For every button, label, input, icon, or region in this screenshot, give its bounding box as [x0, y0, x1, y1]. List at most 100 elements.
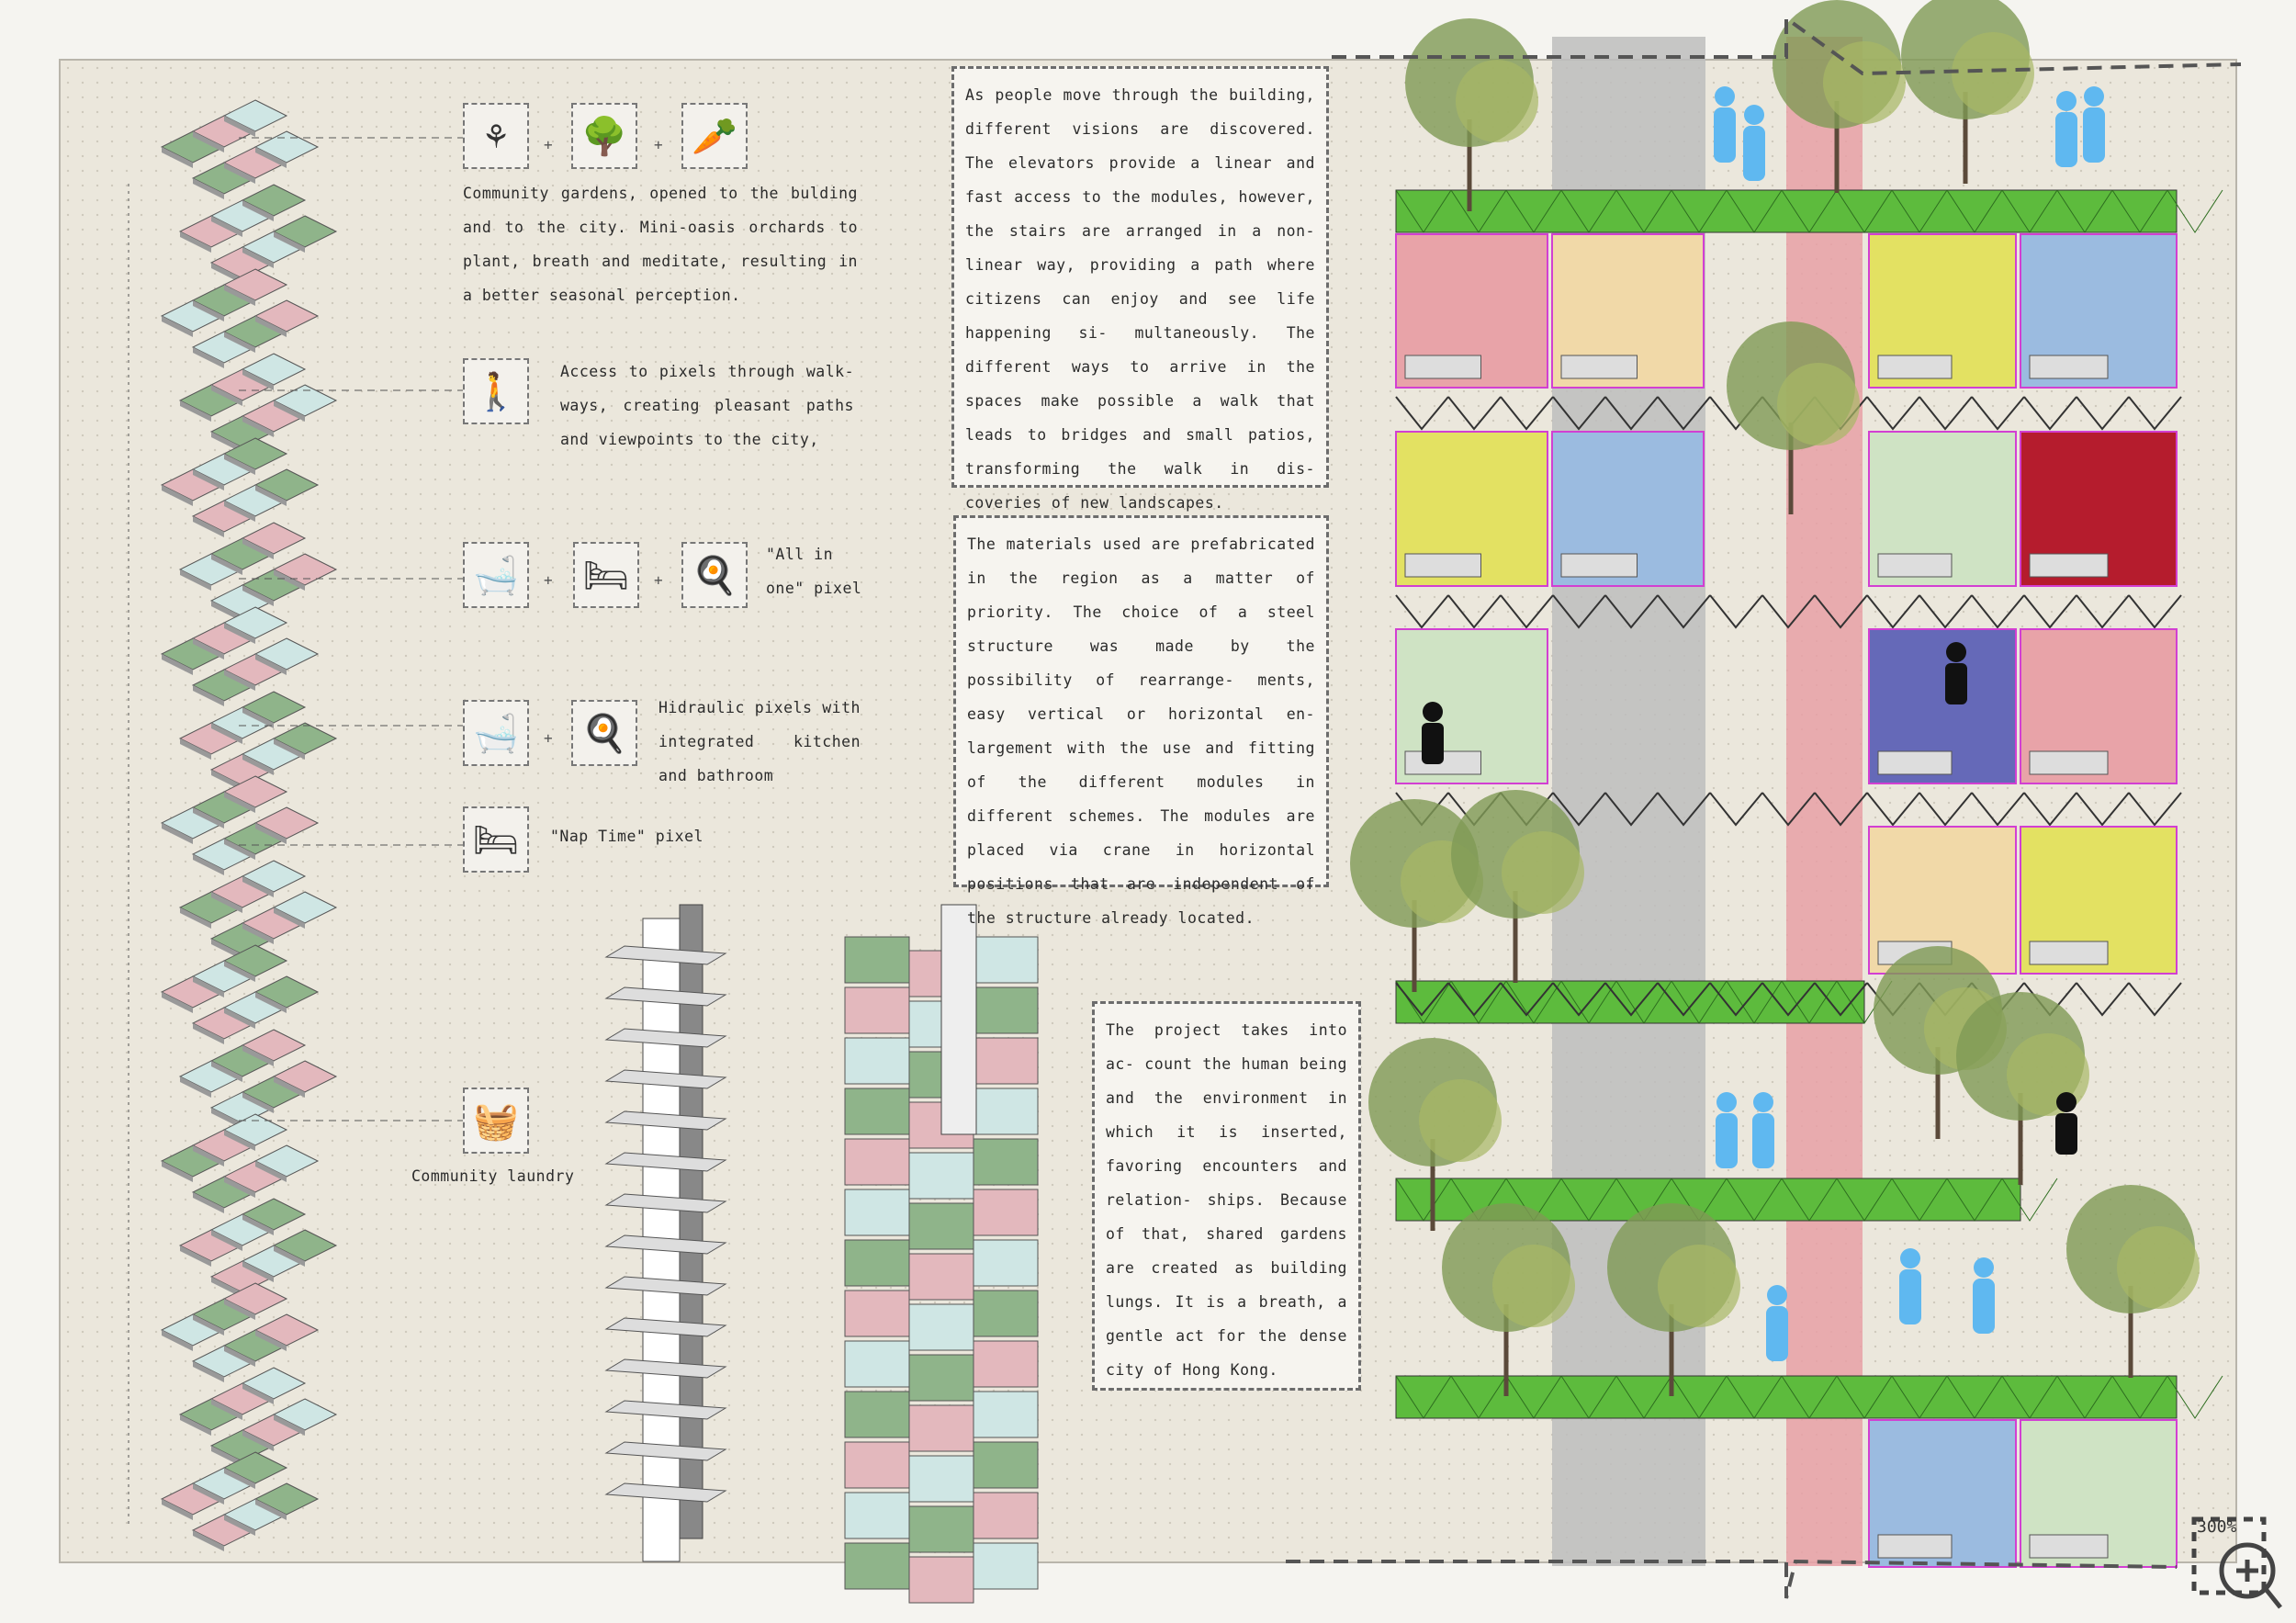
bridge-truss	[1615, 980, 1672, 1024]
floor-truss	[1604, 982, 1659, 1017]
floor-plate-tile-edge	[211, 770, 242, 791]
floor-truss	[1761, 594, 1816, 629]
floor-plate-tile-edge	[180, 1076, 211, 1098]
person-icon	[1715, 86, 1735, 107]
bridge-truss	[1671, 980, 1728, 1024]
laundry-label: Community laundry	[411, 1167, 575, 1185]
person-icon	[1752, 1113, 1774, 1168]
floor-plate-tile-edge	[193, 1023, 224, 1044]
floor-truss	[2076, 396, 2130, 431]
floor-plate-tile-edge	[242, 1383, 274, 1404]
floor-truss	[1919, 594, 1973, 629]
floor-plate-tile-edge	[224, 501, 255, 522]
floor-plate-tile-edge	[193, 807, 224, 828]
plus-sign: +	[544, 729, 553, 747]
module-box	[844, 986, 910, 1034]
floor-truss	[1500, 982, 1554, 1017]
plus-sign: +	[654, 136, 663, 153]
floor-truss	[1814, 982, 1868, 1017]
floor-plate-tile-edge	[162, 992, 193, 1013]
floor-plate-tile-edge	[211, 554, 242, 575]
module-box	[844, 1088, 910, 1135]
floor-plate-tile-edge	[193, 685, 224, 706]
stair-landing	[604, 1069, 727, 1089]
floor-plate-tile-edge	[255, 1161, 287, 1182]
module-box	[844, 1441, 910, 1489]
floor-plate-tile-edge	[193, 178, 224, 199]
person-icon	[1767, 1285, 1787, 1305]
floor-plate-tile-edge	[211, 1399, 242, 1420]
person-icon	[2055, 112, 2077, 167]
person-icon	[1899, 1269, 1921, 1324]
floor-truss	[1500, 594, 1554, 629]
floor-plate-tile-edge	[162, 823, 193, 844]
floor-plate-tile-edge	[242, 538, 274, 559]
floor-truss	[2076, 594, 2130, 629]
tree-icon	[1492, 1245, 1575, 1327]
bridge-truss	[1450, 189, 1507, 233]
floor-plate-tile-edge	[193, 854, 224, 875]
tree-icon: 🌳	[571, 103, 637, 169]
module-box	[844, 1239, 910, 1287]
floor-plate-tile-edge	[224, 1515, 255, 1536]
green-bridge	[1395, 189, 2178, 233]
floor-plate-tile-edge	[255, 823, 287, 844]
seated-person-icon	[2055, 1113, 2077, 1155]
furniture	[1877, 355, 1953, 379]
bridge-truss	[1781, 1375, 1838, 1419]
zoom-in-button[interactable]	[2190, 1516, 2282, 1612]
floor-plate-tile-edge	[193, 1530, 224, 1551]
furniture	[2029, 941, 2109, 965]
floor-plate-tile-edge	[224, 1468, 255, 1489]
bridge-truss	[1671, 1375, 1728, 1419]
floor-plate-tile-edge	[193, 300, 224, 321]
person-icon	[1716, 1092, 1737, 1112]
floor-truss	[1447, 396, 1502, 431]
bridge-truss	[1505, 980, 1562, 1024]
floor-truss	[1866, 396, 1920, 431]
text-box-environment: The project takes into ac- count the hum…	[1092, 1001, 1361, 1391]
module-box	[973, 1290, 1039, 1337]
tree-icon	[1456, 60, 1538, 142]
bridge-truss	[1615, 1375, 1672, 1419]
floor-truss	[2128, 982, 2182, 1017]
bridge-truss	[1450, 980, 1507, 1024]
bridge-truss	[1891, 189, 1948, 233]
tree-icon	[1823, 41, 1906, 124]
bridge-truss	[1615, 189, 1672, 233]
magnifier-icon	[2219, 1542, 2276, 1599]
bridge-truss	[1781, 1178, 1838, 1222]
module-box	[908, 1354, 974, 1402]
bathtub-icon: 🛁	[463, 542, 529, 608]
furniture	[2029, 750, 2109, 775]
floor-plate-tile-edge	[211, 1277, 242, 1298]
module-box	[844, 1189, 910, 1236]
floor-plate-tile-edge	[224, 332, 255, 353]
furniture	[1877, 750, 1953, 775]
floor-truss	[1657, 396, 1711, 431]
floor-truss	[2128, 792, 2182, 827]
floor-plate-tile-edge	[242, 200, 274, 221]
text-box-circulation: As people move through the building, dif…	[951, 66, 1329, 512]
floor-truss	[1395, 594, 1449, 629]
floor-plate-tile-edge	[193, 976, 224, 997]
bridge-truss	[1560, 189, 1617, 233]
person-icon	[1744, 105, 1764, 125]
floor-plate-tile-edge	[193, 1483, 224, 1505]
person-icon	[2083, 107, 2105, 163]
stair-landing	[604, 1482, 727, 1503]
floor-truss	[1604, 396, 1659, 431]
floor-plate-tile-edge	[193, 469, 224, 490]
floor-plate-tile-edge	[224, 1346, 255, 1367]
zoom-level: 300%	[2197, 1517, 2237, 1537]
bridge-truss	[1781, 189, 1838, 233]
tower-core-side	[679, 904, 703, 1539]
bridge-truss	[1726, 189, 1783, 233]
floor-plate-tile-edge	[242, 369, 274, 390]
floor-plate-tile-edge	[211, 1108, 242, 1129]
floor-truss	[2128, 594, 2182, 629]
bridge-truss	[2056, 189, 2113, 233]
module-box	[844, 936, 910, 984]
module-box	[844, 1290, 910, 1337]
bridge-truss	[1450, 1375, 1507, 1419]
